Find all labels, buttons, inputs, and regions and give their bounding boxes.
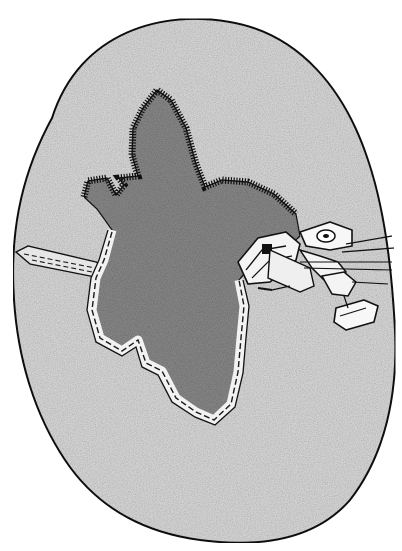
applique-illustration (0, 0, 402, 551)
